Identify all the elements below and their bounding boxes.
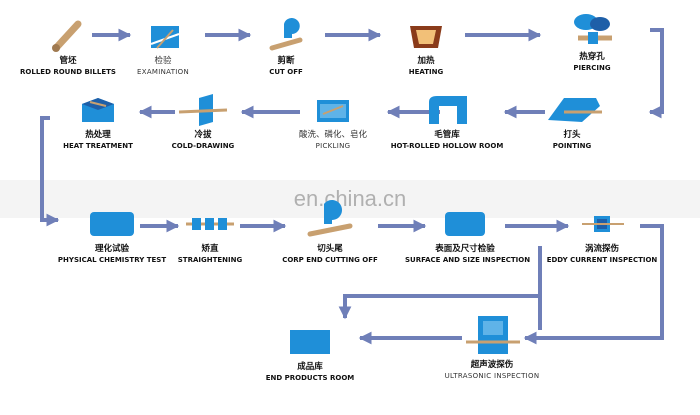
step-en: POINTING	[552, 142, 592, 150]
hollow-room-icon	[417, 92, 477, 128]
chemistry-test-icon	[82, 206, 142, 242]
step-zh: 表面及尺寸检验	[435, 244, 495, 254]
heating-furnace-icon	[396, 18, 456, 54]
end-products-icon	[280, 324, 340, 360]
step-en: HEATING	[408, 68, 444, 76]
step-zh: 涡流探伤	[584, 244, 619, 254]
watermark: en.china.cn	[0, 180, 700, 218]
arrow-18	[338, 294, 540, 320]
step-en: SURFACE AND SIZE INSPECTION	[405, 256, 531, 264]
step-en: ULTRASONIC INSPECTION	[444, 372, 540, 380]
step-zh: 热处理	[85, 130, 111, 140]
step-zh: 切头尾	[317, 244, 343, 254]
step-en: EDDY CURRENT INSPECTION	[546, 256, 658, 264]
step-zh: 检验	[154, 56, 172, 66]
step-zh: 酸洗、磷化、皂化	[298, 130, 367, 140]
step-hot-rolled-hollow-room: 毛管库 HOT-ROLLED HOLLOW ROOM	[387, 92, 507, 151]
end-cutting-icon	[300, 198, 360, 242]
heat-treatment-icon	[68, 92, 128, 128]
step-en: EXAMINATION	[137, 68, 189, 76]
eddy-current-icon	[572, 206, 632, 242]
step-eddy-current-inspection: 涡流探伤 EDDY CURRENT INSPECTION	[542, 206, 662, 265]
step-en: END PRODUCTS ROOM	[265, 374, 355, 382]
step-zh: 毛管库	[434, 130, 460, 140]
ultrasonic-icon	[462, 312, 522, 358]
step-examination: 检验 EXAMINATION	[103, 18, 223, 77]
step-zh: 加热	[417, 56, 435, 66]
step-zh: 冷拔	[194, 130, 212, 140]
step-zh: 打头	[563, 130, 581, 140]
straightening-icon	[180, 206, 240, 242]
pickling-tank-icon	[303, 92, 363, 128]
step-zh: 理化试验	[94, 244, 129, 254]
step-en: PICKLING	[315, 142, 351, 150]
arrow-5	[648, 28, 664, 119]
step-end-products-room: 成品库 END PRODUCTS ROOM	[250, 324, 370, 383]
step-straightening: 矫直 STRAIGHTENING	[150, 206, 270, 265]
step-zh: 超声波探伤	[470, 360, 514, 370]
surface-inspection-icon	[435, 206, 495, 242]
billet-icon	[38, 18, 98, 54]
pointing-machine-icon	[542, 92, 602, 128]
step-heating: 加热 HEATING	[366, 18, 486, 77]
step-corp-end-cutting-off: 切头尾 CORP END CUTTING OFF	[270, 198, 390, 265]
step-physical-chemistry-test: 理化试验 PHYSICAL CHEMISTRY TEST	[52, 206, 172, 265]
step-zh: 热穿孔	[579, 52, 605, 62]
step-pointing: 打头 POINTING	[512, 92, 632, 151]
step-cut-off: 剪断 CUT OFF	[226, 18, 346, 77]
step-cold-drawing: 冷拔 COLD-DRAWING	[143, 92, 263, 151]
step-rolled-round-billets: 管坯 ROLLED ROUND BILLETS	[8, 18, 128, 77]
step-en: HOT-ROLLED HOLLOW ROOM	[390, 142, 504, 150]
step-en: PIERCING	[573, 64, 611, 72]
arrow-10	[40, 116, 60, 227]
step-en: ROLLED ROUND BILLETS	[20, 68, 116, 76]
step-en: STRAIGHTENING	[177, 256, 243, 264]
step-surface-and-size-inspection: 表面及尺寸检验 SURFACE AND SIZE INSPECTION	[405, 206, 531, 265]
cold-drawing-icon	[173, 92, 233, 128]
step-zh: 管坯	[59, 56, 77, 66]
step-zh: 成品库	[297, 362, 323, 372]
examination-icon	[133, 18, 193, 54]
arrow-15	[523, 224, 664, 345]
step-en: CUT OFF	[269, 68, 303, 76]
step-zh: 剪断	[277, 56, 295, 66]
step-en: HEAT TREATMENT	[63, 142, 133, 150]
step-pickling: 酸洗、磷化、皂化 PICKLING	[273, 92, 393, 151]
step-heat-treatment: 热处理 HEAT TREATMENT	[38, 92, 158, 151]
piercing-mill-icon	[562, 8, 622, 50]
step-ultrasonic-inspection: 超声波探伤 ULTRASONIC INSPECTION	[432, 312, 552, 381]
step-en: PHYSICAL CHEMISTRY TEST	[57, 256, 167, 264]
step-en: COLD-DRAWING	[171, 142, 235, 150]
step-en: CORP END CUTTING OFF	[282, 256, 378, 264]
step-zh: 矫直	[201, 244, 219, 254]
step-piercing: 热穿孔 PIERCING	[532, 8, 652, 73]
cut-off-icon	[256, 18, 316, 54]
